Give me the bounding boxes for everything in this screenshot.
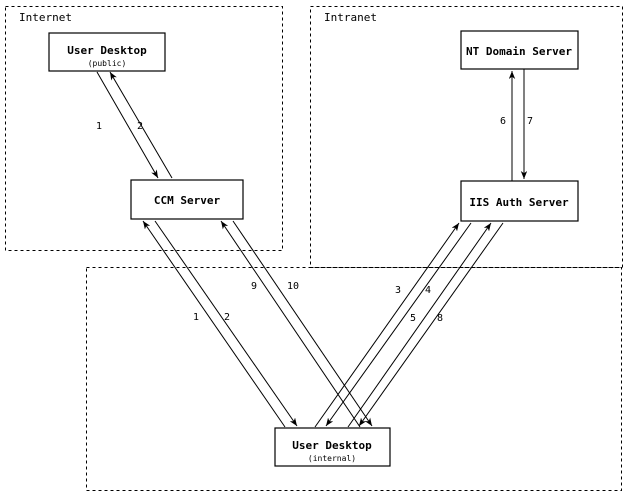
flow-step-label-7: 7 xyxy=(527,116,533,127)
flow-step-labels: 1 2 1 2 3 4 5 6 7 8 9 10 xyxy=(96,116,533,324)
flow-step-label-4: 4 xyxy=(425,285,431,296)
flow-step-label-1-public: 1 xyxy=(96,121,102,132)
flow-line-1-public-to-ccm xyxy=(96,71,159,179)
flow-step-label-2-internal: 2 xyxy=(224,312,230,323)
node-ccm-server-box[interactable] xyxy=(130,179,244,220)
flow-step-label-5: 5 xyxy=(410,313,416,324)
node-nt-domain-server-box[interactable] xyxy=(460,30,579,70)
flow-line-8-iis-to-internal xyxy=(358,222,504,427)
node-user-desktop-internal-box[interactable] xyxy=(274,427,391,467)
flow-line-2-ccm-to-public xyxy=(109,71,173,179)
zone-label-intranet: Intranet xyxy=(324,11,377,24)
flow-step-label-2-public: 2 xyxy=(137,121,143,132)
node-user-desktop-internal-sublabel: (internal) xyxy=(308,454,356,463)
node-iis-auth-server[interactable]: IIS Auth Server xyxy=(460,180,579,222)
zone-boundaries xyxy=(5,6,623,491)
node-boxes: User Desktop (public) CCM Server NT Doma… xyxy=(48,30,579,467)
flow-step-label-8: 8 xyxy=(437,313,443,324)
zone-internal-boundary xyxy=(86,267,622,491)
flow-line-3-internal-to-iis xyxy=(314,222,460,428)
node-ccm-server[interactable]: CCM Server xyxy=(130,179,244,220)
node-user-desktop-public-sublabel: (public) xyxy=(88,59,127,68)
flow-line-5-internal-to-iis xyxy=(347,222,492,428)
zone-internet-boundary xyxy=(5,6,283,251)
node-user-desktop-public-box[interactable] xyxy=(48,32,166,72)
node-user-desktop-internal[interactable]: User Desktop (internal) xyxy=(274,427,391,467)
flow-step-label-3: 3 xyxy=(395,285,401,296)
node-nt-domain-server[interactable]: NT Domain Server xyxy=(460,30,579,70)
node-nt-domain-server-label: NT Domain Server xyxy=(466,45,572,58)
flow-step-label-10: 10 xyxy=(287,281,299,292)
node-user-desktop-internal-label: User Desktop xyxy=(292,439,372,452)
flow-lines xyxy=(96,69,528,428)
node-iis-auth-server-box[interactable] xyxy=(460,180,579,222)
flow-step-label-1-internal: 1 xyxy=(193,312,199,323)
flow-line-4-iis-to-internal xyxy=(325,222,472,427)
zone-label-internet: Internet xyxy=(19,11,72,24)
flow-step-label-9: 9 xyxy=(251,281,257,292)
flow-line-1-internal-to-ccm xyxy=(142,220,286,428)
flow-step-label-6: 6 xyxy=(500,116,506,127)
flow-line-9-internal-to-ccm xyxy=(220,220,361,428)
node-ccm-server-label: CCM Server xyxy=(154,194,221,207)
flow-line-10-ccm-to-internal xyxy=(232,220,373,427)
node-user-desktop-public[interactable]: User Desktop (public) xyxy=(48,32,166,72)
flow-line-2-ccm-to-internal xyxy=(154,220,298,427)
node-user-desktop-public-label: User Desktop xyxy=(67,44,147,57)
node-iis-auth-server-label: IIS Auth Server xyxy=(469,196,569,209)
